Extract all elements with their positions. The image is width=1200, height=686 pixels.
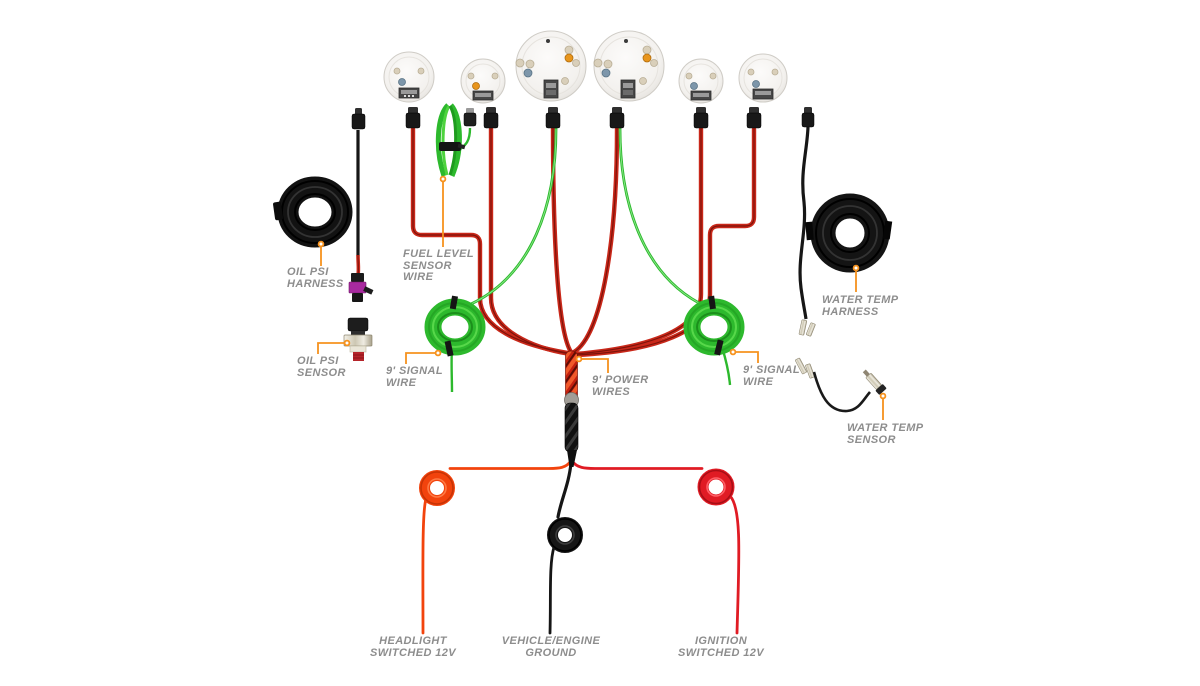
label-oil-psi-sensor: OIL PSI SENSOR xyxy=(297,355,346,379)
power-wire-twist xyxy=(564,350,579,467)
label-line: OIL PSI xyxy=(287,266,329,278)
label-power-wires: 9' POWER WIRES xyxy=(592,374,649,398)
water-temp-harness xyxy=(798,107,893,337)
label-line: VEHICLE/ENGINE xyxy=(501,635,601,647)
label-line: SENSOR xyxy=(847,433,896,446)
ground-wire xyxy=(556,461,573,519)
ignition-wire xyxy=(570,459,704,470)
oil-psi-harness xyxy=(273,108,374,302)
water-temp-harness-connector xyxy=(801,107,815,128)
gauge-back-small-3 xyxy=(678,58,724,104)
gauge-signal-wires xyxy=(469,127,701,306)
label-fuel-level-sensor-wire: FUEL LEVEL SENSOR WIRE xyxy=(403,248,475,284)
gauge-connector xyxy=(746,107,762,129)
oil-psi-harness-sensor-connector xyxy=(348,273,374,302)
headlight-wire xyxy=(448,459,573,470)
label-line: SENSOR xyxy=(297,366,346,379)
label-line: 9' SIGNAL xyxy=(743,364,800,376)
gauge-back-small-1 xyxy=(383,51,435,103)
signal-wire-coil-left xyxy=(424,295,486,393)
gauge-back-small-4 xyxy=(738,53,788,103)
label-vehicle-engine-ground: VEHICLE/ENGINE GROUND xyxy=(501,635,601,659)
label-headlight-switched-12v: HEADLIGHT SWITCHED 12V xyxy=(363,635,463,659)
oil-psi-sensor xyxy=(343,317,373,361)
gauge-connectors xyxy=(405,107,762,129)
label-line: WATER TEMP xyxy=(847,422,924,434)
water-temp-harness-terminals xyxy=(798,319,816,337)
label-line: WATER TEMP xyxy=(822,294,899,306)
headlight-wire-drop xyxy=(421,497,428,635)
label-line: GROUND xyxy=(525,646,577,659)
gauge-connector xyxy=(545,107,561,129)
label-line: FUEL LEVEL xyxy=(403,248,475,260)
ignition-wire-drop xyxy=(728,494,741,635)
signal-wire-coil-right xyxy=(683,295,745,386)
bottom-power-wires xyxy=(421,459,741,635)
ground-wire-coil xyxy=(547,517,583,553)
fuel-level-connector xyxy=(463,108,477,127)
label-line: SWITCHED 12V xyxy=(369,646,457,659)
label-line: WIRE xyxy=(386,376,417,389)
label-leader-lines xyxy=(317,175,887,420)
label-line: WIRE xyxy=(743,375,774,388)
gauge-connector xyxy=(405,107,421,129)
gauge-connector xyxy=(609,107,625,129)
water-temp-sensor xyxy=(795,357,887,413)
label-line: WIRES xyxy=(592,385,631,398)
label-line: OIL PSI xyxy=(297,355,339,367)
gauge-power-wires xyxy=(410,126,757,358)
gauge-connector xyxy=(483,107,499,129)
fuel-level-sensor-wire xyxy=(435,103,477,177)
label-line: SWITCHED 12V xyxy=(677,646,765,659)
label-line: IGNITION xyxy=(694,635,748,647)
label-signal-wire-left: 9' SIGNAL WIRE xyxy=(386,365,443,389)
label-water-temp-harness: WATER TEMP HARNESS xyxy=(822,294,899,318)
label-line: SENSOR xyxy=(403,259,452,272)
ground-wire-drop xyxy=(548,545,556,635)
oil-psi-harness-top-connector xyxy=(351,108,366,130)
label-line: HARNESS xyxy=(287,277,344,290)
headlight-wire-coil xyxy=(419,470,455,506)
label-line: HEADLIGHT xyxy=(379,635,447,647)
gauge-connector xyxy=(693,107,709,129)
ignition-wire-coil xyxy=(697,468,735,506)
label-line: 9' POWER xyxy=(592,374,649,386)
label-oil-psi-harness: OIL PSI HARNESS xyxy=(287,266,344,290)
label-ignition-switched-12v: IGNITION SWITCHED 12V xyxy=(671,635,771,659)
gauge-back-large-1 xyxy=(515,30,587,102)
label-water-temp-sensor: WATER TEMP SENSOR xyxy=(847,422,924,446)
label-line: 9' SIGNAL xyxy=(386,365,443,377)
label-line: WIRE xyxy=(403,271,434,284)
label-line: HARNESS xyxy=(822,305,879,318)
label-signal-wire-right: 9' SIGNAL WIRE xyxy=(743,364,800,388)
gauge-back-large-2 xyxy=(593,30,665,102)
gauge-back-small-2 xyxy=(460,58,506,104)
